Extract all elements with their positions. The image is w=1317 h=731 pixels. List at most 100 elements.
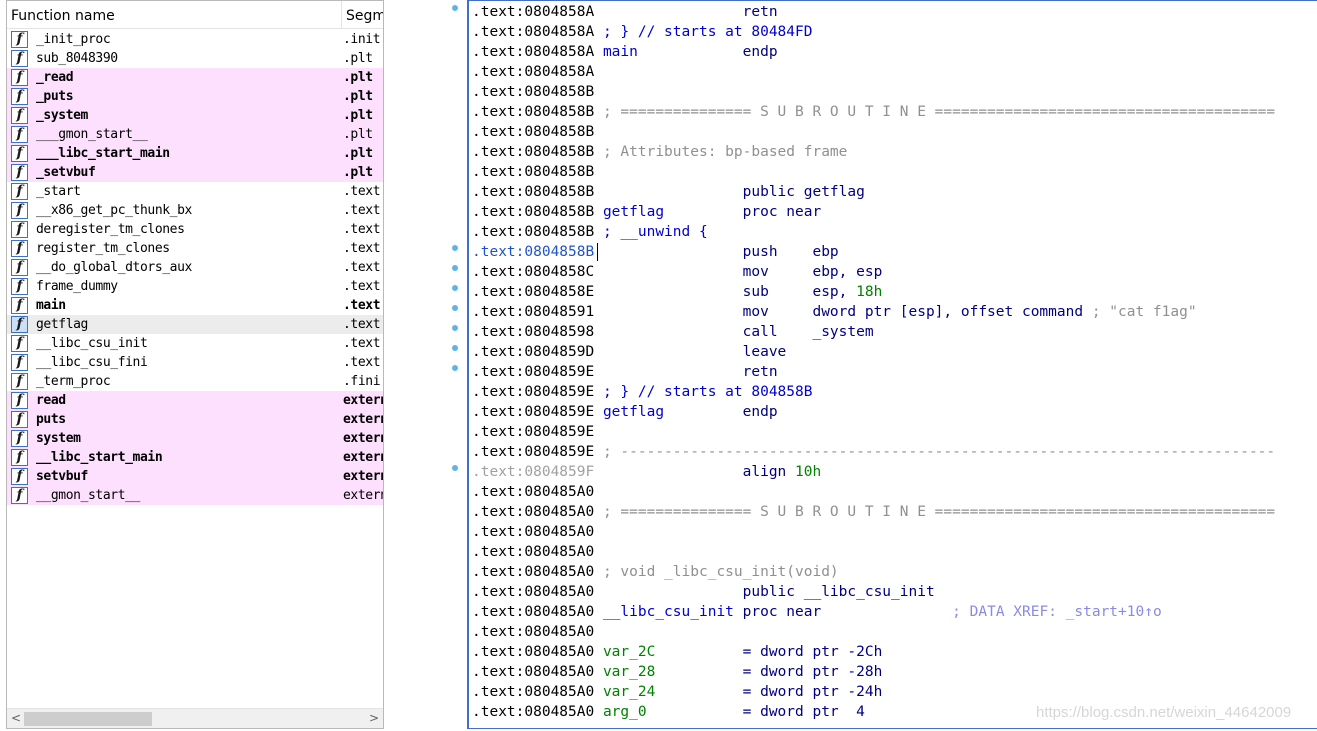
line-address: .text:08048598 (472, 324, 595, 340)
function-row[interactable]: f__gmon_start__extern (7, 486, 383, 505)
function-row[interactable]: f___gmon_start__.plt (7, 125, 383, 144)
function-row[interactable]: f_init_proc.init (7, 30, 383, 49)
breakpoint-dot-icon[interactable] (452, 325, 458, 331)
function-icon: f (11, 449, 28, 466)
function-row[interactable]: f___libc_start_main.plt (7, 144, 383, 163)
disasm-line[interactable]: .text:0804858B ; =============== S U B R… (472, 102, 1275, 122)
line-token: ; "cat f1ag" (1083, 304, 1197, 320)
breakpoint-dot-icon[interactable] (452, 465, 458, 471)
breakpoint-dot-icon[interactable] (452, 245, 458, 251)
function-name: ___gmon_start__ (36, 127, 148, 142)
function-row[interactable]: f_read.plt (7, 68, 383, 87)
function-row[interactable]: f__libc_csu_init.text (7, 334, 383, 353)
function-segment: .text (343, 222, 381, 237)
breakpoint-dot-icon[interactable] (452, 305, 458, 311)
disasm-line[interactable]: .text:080485A0 arg_0 = dword ptr 4 (472, 702, 865, 722)
function-row[interactable]: f_term_proc.fini (7, 372, 383, 391)
function-name: ___libc_start_main (36, 146, 170, 161)
disasm-line[interactable]: .text:080485A0 var_28 = dword ptr -28h (472, 662, 882, 682)
disassembly-view[interactable]: .text:0804858A retn.text:0804858A ; } //… (467, 0, 1317, 729)
disasm-line[interactable]: .text:0804858B ; Attributes: bp-based fr… (472, 142, 847, 162)
line-address: .text:0804858A (472, 64, 595, 80)
line-token (594, 464, 742, 480)
function-segment: extern (343, 412, 383, 427)
disasm-line[interactable]: .text:0804858A main endp (472, 42, 778, 62)
breakpoint-dot-icon[interactable] (452, 265, 458, 271)
scrollbar-thumb[interactable] (24, 712, 152, 726)
function-segment: .plt (343, 89, 373, 104)
disasm-line[interactable]: .text:0804858B push ebp (472, 242, 839, 262)
line-address: .text:080485A0 (472, 604, 595, 620)
line-address: .text:0804858B (472, 204, 595, 220)
breakpoint-dot-icon[interactable] (452, 285, 458, 291)
disasm-line[interactable]: .text:0804858A (472, 62, 594, 82)
scroll-left-icon[interactable]: < (10, 711, 22, 725)
disasm-line[interactable]: .text:0804859E ; -----------------------… (472, 442, 1275, 462)
disasm-line[interactable]: .text:0804858B (472, 122, 594, 142)
disasm-line[interactable]: .text:080485A0 (472, 522, 594, 542)
disasm-line[interactable]: .text:0804859E ; } // starts at 804858B (472, 382, 812, 402)
function-row[interactable]: f_system.plt (7, 106, 383, 125)
column-header-segment[interactable]: Segm (346, 8, 384, 24)
disasm-line[interactable]: .text:0804859F align 10h (472, 462, 821, 482)
disasm-line[interactable]: .text:0804859E getflag endp (472, 402, 778, 422)
function-row[interactable]: freadextern (7, 391, 383, 410)
function-row[interactable]: f_setvbuf.plt (7, 163, 383, 182)
line-address: .text:08048591 (472, 304, 595, 320)
column-divider[interactable] (341, 1, 342, 29)
breakpoint-dot-icon[interactable] (452, 345, 458, 351)
breakpoint-gutter[interactable] (448, 0, 462, 731)
disasm-line[interactable]: .text:0804858C mov ebp, esp (472, 262, 882, 282)
line-token: push ebp (742, 244, 839, 260)
function-row[interactable]: f__do_global_dtors_aux.text (7, 258, 383, 277)
disasm-line[interactable]: .text:080485A0 (472, 622, 594, 642)
disasm-line[interactable]: .text:080485A0 (472, 542, 594, 562)
function-row[interactable]: fputsextern (7, 410, 383, 429)
disasm-line[interactable]: .text:0804859E (472, 422, 594, 442)
disasm-line[interactable]: .text:0804858B ; __unwind { (472, 222, 708, 242)
disasm-line[interactable]: .text:080485A0 __libc_csu_init proc near… (472, 602, 1162, 622)
disasm-line[interactable]: .text:0804858B public getflag (472, 182, 865, 202)
disasm-line[interactable]: .text:0804858B (472, 82, 594, 102)
function-row[interactable]: f__x86_get_pc_thunk_bx.text (7, 201, 383, 220)
disasm-line[interactable]: .text:080485A0 var_24 = dword ptr -24h (472, 682, 882, 702)
line-token: ; } // starts at 80484FD (602, 24, 813, 40)
line-token (594, 344, 742, 360)
function-row[interactable]: f__libc_start_mainextern (7, 448, 383, 467)
function-segment: extern (343, 488, 383, 503)
line-token (664, 204, 743, 220)
disasm-line[interactable]: .text:0804858A retn (472, 2, 778, 22)
column-header-function-name[interactable]: Function name (11, 8, 115, 24)
disasm-line[interactable]: .text:0804858B (472, 162, 594, 182)
disasm-line[interactable]: .text:080485A0 ; void _libc_csu_init(voi… (472, 562, 839, 582)
breakpoint-dot-icon[interactable] (452, 365, 458, 371)
disasm-line[interactable]: .text:0804859D leave (472, 342, 786, 362)
breakpoint-dot-icon[interactable] (452, 5, 458, 11)
function-icon: f (11, 50, 28, 67)
function-row[interactable]: f_start.text (7, 182, 383, 201)
disasm-line[interactable]: .text:080485A0 (472, 482, 594, 502)
function-row[interactable]: fsetvbufextern (7, 467, 383, 486)
disasm-line[interactable]: .text:08048591 mov dword ptr [esp], offs… (472, 302, 1197, 322)
disasm-line[interactable]: .text:080485A0 var_2C = dword ptr -2Ch (472, 642, 882, 662)
scroll-right-icon[interactable]: > (368, 711, 380, 725)
disasm-line[interactable]: .text:08048598 call _system (472, 322, 874, 342)
function-segment: .text (343, 241, 381, 256)
function-row[interactable]: fsystemextern (7, 429, 383, 448)
function-name: __libc_csu_init (36, 336, 148, 351)
disasm-line[interactable]: .text:0804858B getflag proc near (472, 202, 821, 222)
disasm-line[interactable]: .text:080485A0 ; =============== S U B R… (472, 502, 1275, 522)
disasm-line[interactable]: .text:0804859E retn (472, 362, 778, 382)
disasm-line[interactable]: .text:0804858E sub esp, 18h (472, 282, 882, 302)
horizontal-scrollbar[interactable]: < > (7, 708, 383, 728)
disasm-line[interactable]: .text:0804858A ; } // starts at 80484FD (472, 22, 812, 42)
function-row[interactable]: f__libc_csu_fini.text (7, 353, 383, 372)
function-row[interactable]: f_puts.plt (7, 87, 383, 106)
disasm-line[interactable]: .text:080485A0 public __libc_csu_init (472, 582, 935, 602)
